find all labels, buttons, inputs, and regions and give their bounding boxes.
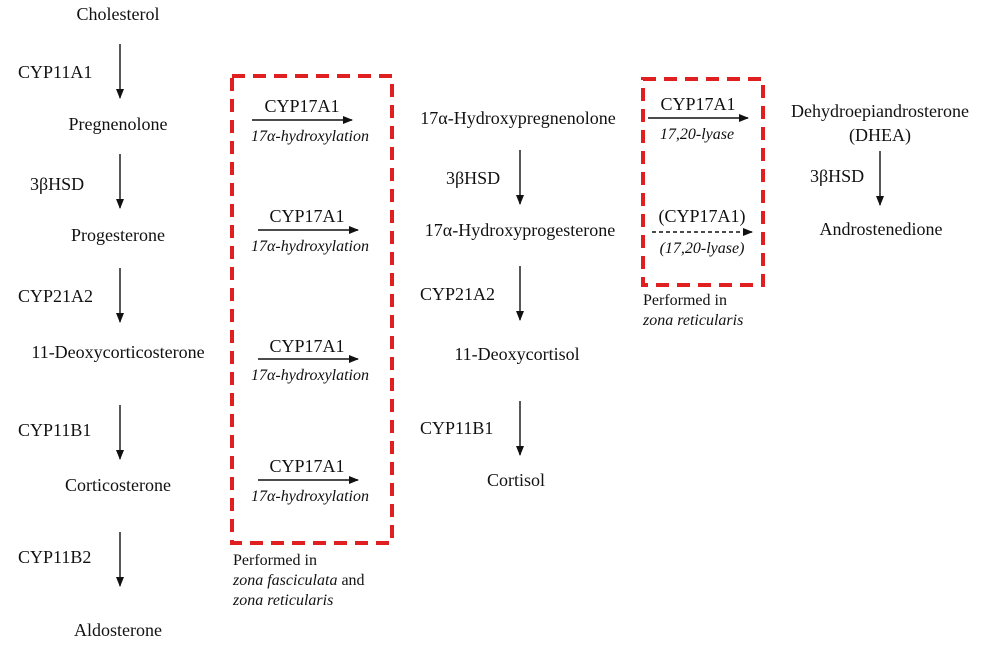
cyp17a1-enzyme-label: CYP17A1 [269,336,344,356]
mineralocorticoid-column: Cholesterol CYP11A1 Pregnenolone 3βHSD P… [18,4,205,640]
deoxycorticosterone-label: 11-Deoxycorticosterone [31,342,204,362]
hydroxylation-reaction-label: 17α-hydroxylation [251,128,369,145]
hydroxylation-reaction-label: 17α-hydroxylation [251,238,369,255]
hydroxylation-reaction-label: 17α-hydroxylation [251,488,369,505]
hydroxylation-step-1: CYP17A1 17α-hydroxylation [251,96,369,145]
hydroxylation-step-4: CYP17A1 17α-hydroxylation [251,456,369,505]
lyase-zone-note: Performed in zona reticularis [642,292,743,329]
zona-reticularis-label: zona reticularis [232,592,333,609]
hydroxylation-step-2: CYP17A1 17α-hydroxylation [251,206,369,255]
cyp11b2-enzyme-label: CYP11B2 [18,547,91,567]
zona-reticularis-label: zona reticularis [642,312,743,329]
corticosterone-label: Corticosterone [65,475,171,495]
hydroxyprogesterone-label: 17α-Hydroxyprogesterone [425,220,615,240]
pregnenolone-label: Pregnenolone [69,114,168,134]
performed-in-label: Performed in [643,292,727,309]
cholesterol-label: Cholesterol [77,4,160,24]
performed-in-label: Performed in [233,552,317,569]
cyp17a1-enzyme-label: CYP17A1 [269,456,344,476]
deoxycortisol-label: 11-Deoxycortisol [454,344,579,364]
androstenedione-label: Androstenedione [820,219,943,239]
hydroxylation-zone-note: Performed in zona fasciculata and zona r… [232,552,365,609]
lyase-step-1: CYP17A1 17,20-lyase [648,94,749,143]
cortisol-label: Cortisol [487,470,545,490]
hsd3b-enzyme-label-col3: 3βHSD [810,166,864,186]
progesterone-label: Progesterone [71,225,165,245]
hsd3b-enzyme-label-col1: 3βHSD [30,174,84,194]
dhea-abbreviation-label: (DHEA) [849,125,911,146]
hydroxylation-step-3: CYP17A1 17α-hydroxylation [251,336,369,384]
cyp11b1-enzyme-label-col2: CYP11B1 [420,418,493,438]
hydroxylation-reaction-label: 17α-hydroxylation [251,367,369,384]
zona-fasciculata-label: zona fasciculata [232,572,337,589]
aldosterone-label: Aldosterone [74,620,162,640]
hsd3b-enzyme-label-col2: 3βHSD [446,168,500,188]
hydroxypregnenolone-label: 17α-Hydroxypregnenolone [420,108,615,128]
cyp11a1-enzyme-label: CYP11A1 [18,62,92,82]
cyp17a1-minor-enzyme-label: (CYP17A1) [658,206,745,227]
cyp17a1-lyase-enzyme-label: CYP17A1 [660,94,735,114]
dhea-label: Dehydroepiandrosterone [791,101,969,121]
cyp17a1-enzyme-label: CYP17A1 [269,206,344,226]
lyase-minor-reaction-label: (17,20-lyase) [660,240,745,257]
zona-fasciculata-line: zona fasciculata and [232,572,365,589]
lyase-step-2: (CYP17A1) (17,20-lyase) [652,206,753,257]
hydroxylation-box: CYP17A1 17α-hydroxylation CYP17A1 17α-hy… [230,74,394,609]
cyp21a2-enzyme-label-col2: CYP21A2 [420,284,495,304]
lyase-dashed-box [641,77,765,287]
glucocorticoid-column: 17α-Hydroxypregnenolone 3βHSD 17α-Hydrox… [420,108,616,490]
cyp17a1-enzyme-label: CYP17A1 [264,96,339,116]
cyp21a2-enzyme-label-col1: CYP21A2 [18,286,93,306]
and-label: and [337,572,364,589]
lyase-reaction-label: 17,20-lyase [660,126,734,143]
androgen-column: Dehydroepiandrosterone (DHEA) 3βHSD Andr… [791,101,969,239]
hydroxylation-dashed-box [230,74,394,545]
cyp11b1-enzyme-label-col1: CYP11B1 [18,420,91,440]
lyase-box: CYP17A1 17,20-lyase (CYP17A1) (17,20-lya… [641,77,765,329]
